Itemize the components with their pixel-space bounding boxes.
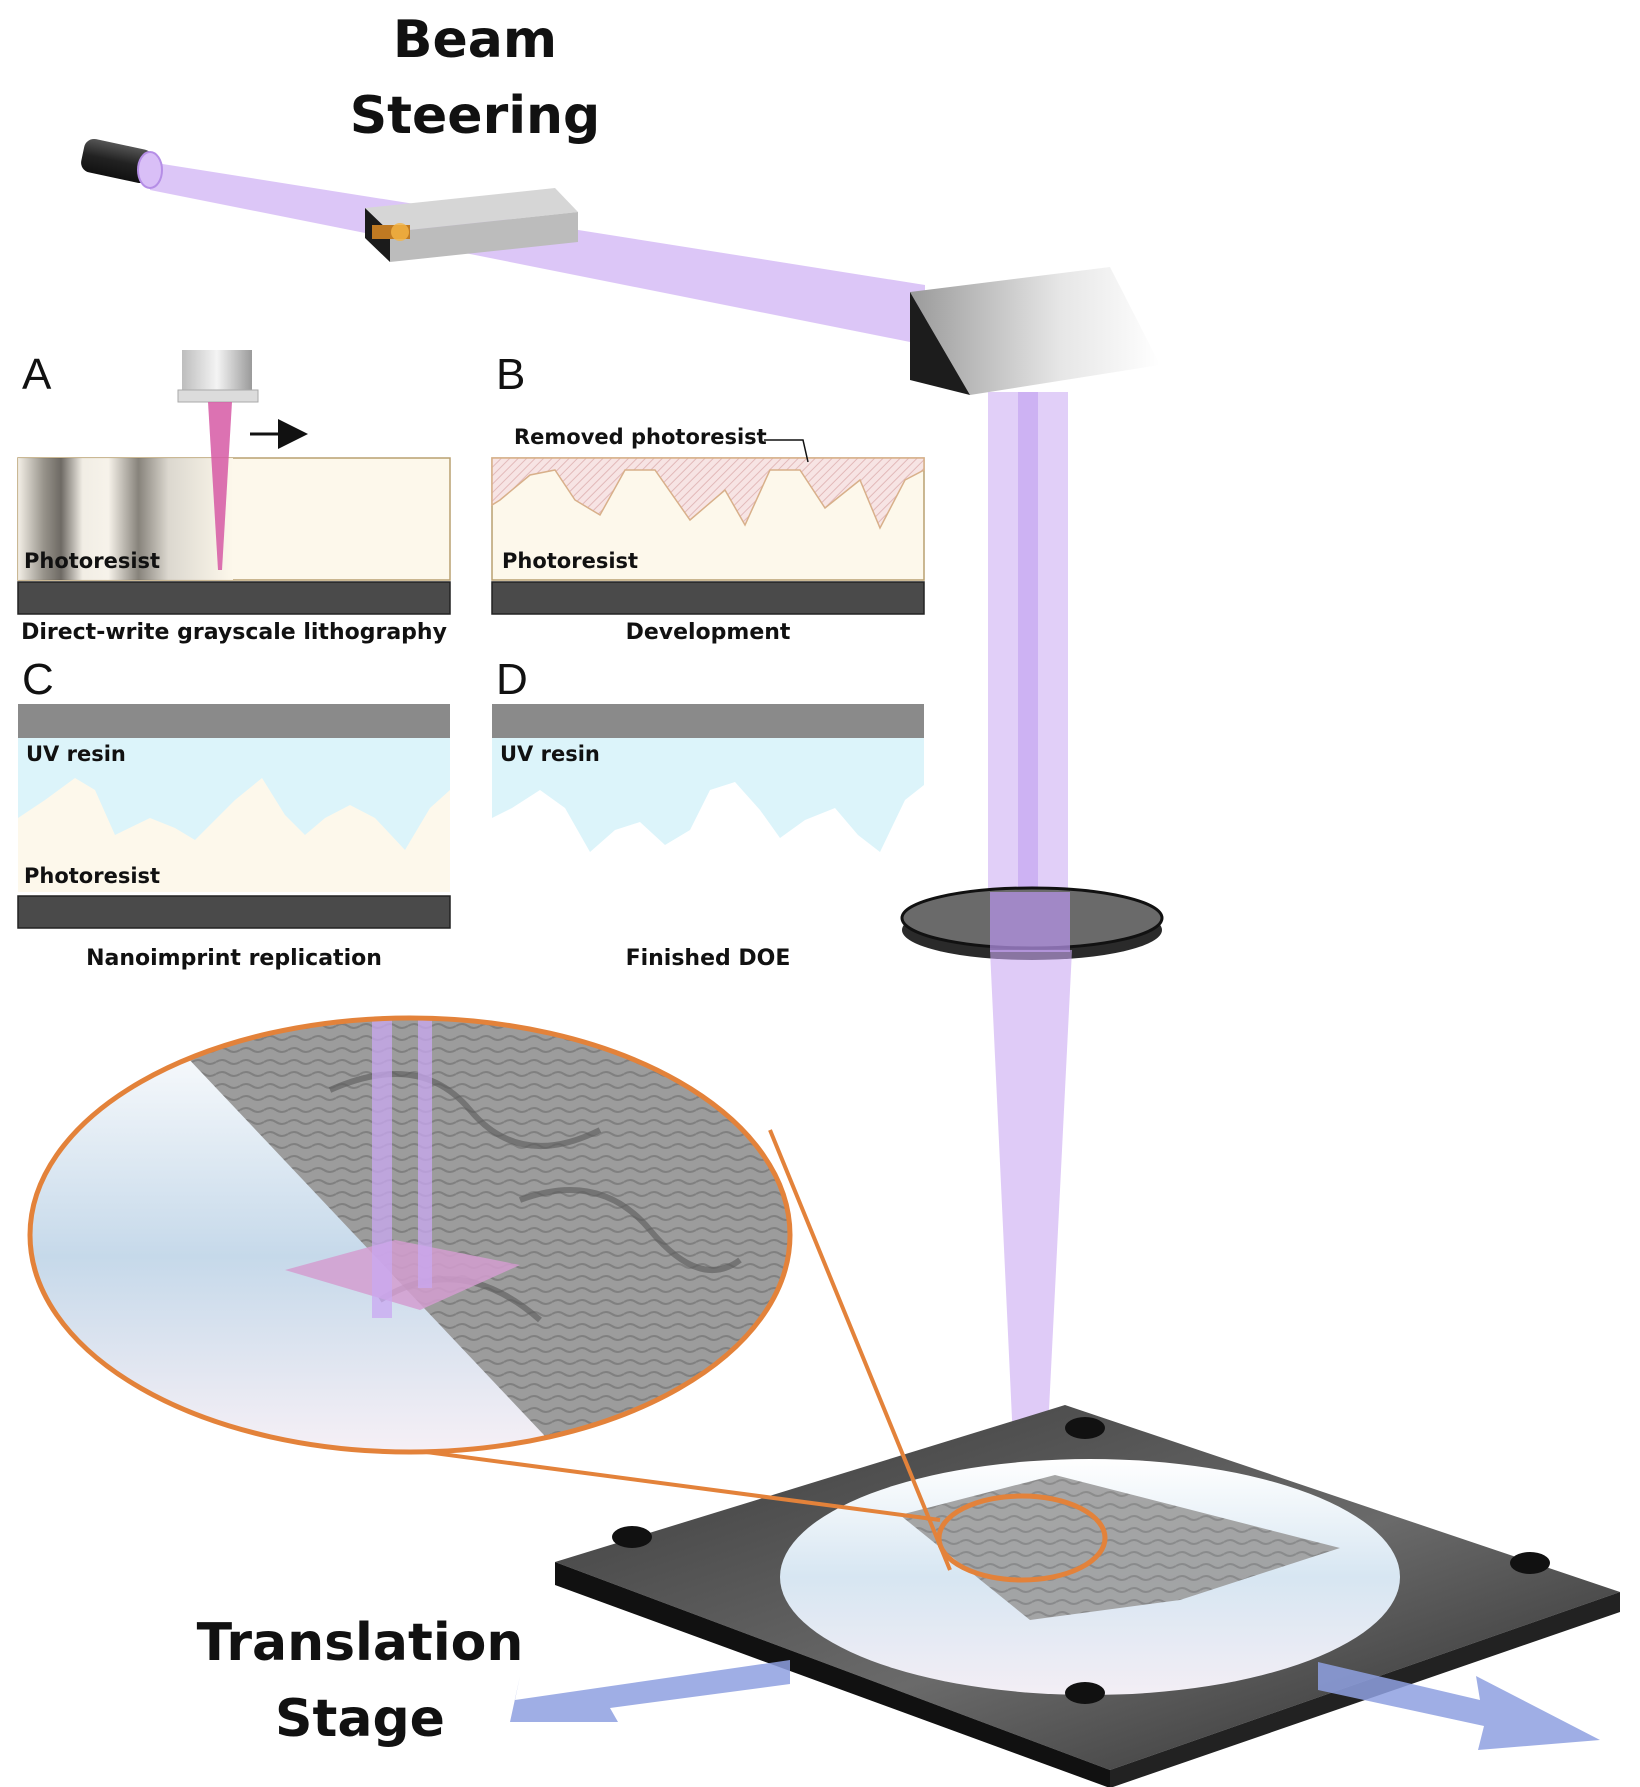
stage-arrows [510,1660,1600,1750]
panel-b [491,439,925,615]
panel-a-substrate [17,581,451,615]
panel-c [17,704,451,929]
translation-stage-title-line-1: Translation [196,1613,524,1673]
write-beam [208,402,232,570]
beam-steering-title-line-2: Steering [349,86,601,146]
beam-modulator [365,188,578,262]
zoom-inset [27,1015,952,1571]
panel-b-caption: Development [625,620,791,645]
beam-vertical [988,392,1068,897]
panel-a-photoresist-label: Photoresist [24,549,161,573]
beam-steering-title-line-1: Beam [392,10,558,70]
panel-d-letter: D [496,655,528,704]
panel-d-resin-label: UV resin [500,742,600,766]
removed-photoresist [491,457,925,530]
exposed-area [285,1240,520,1310]
panel-a-caption: Direct-write grayscale lithography [21,620,447,645]
panel-c-photoresist-label: Photoresist [24,864,161,888]
translation-stage-title-line-2: Stage [275,1689,445,1749]
arrow-left-icon [510,1660,790,1722]
beam-steering-assembly [81,138,1164,1590]
beam-focused [990,950,1072,1590]
panel-d-stamp [492,704,924,738]
panel-a-letter: A [22,350,52,399]
panel-c-stamp [18,704,450,738]
panel-a-grayscale [18,458,233,580]
panel-b-letter: B [496,350,526,399]
focusing-lens [900,886,1164,960]
sample-pattern [900,1475,1340,1620]
mirror-prism [910,267,1160,395]
panel-b-photoresist-label: Photoresist [502,549,639,573]
panel-d-resin [492,738,924,852]
panel-c-caption: Nanoimprint replication [86,946,382,971]
panel-c-resin-label: UV resin [26,742,126,766]
panel-c-substrate [17,895,451,929]
panel-d [492,704,924,852]
panel-a [17,350,451,615]
arrow-right-icon [1318,1662,1600,1750]
translation-stage-title: Translation Stage [190,1605,530,1757]
panel-c-letter: C [22,655,54,704]
translation-stage [555,1405,1620,1787]
panel-b-callout-label: Removed photoresist [514,425,767,449]
write-head [182,350,252,390]
laser-source [81,138,163,189]
beam-horizontal [150,162,925,345]
panel-d-caption: Finished DOE [625,946,791,971]
beam-steering-title: Beam Steering [335,2,615,154]
panel-c-photoresist [18,778,450,892]
panel-b-substrate [491,581,925,615]
